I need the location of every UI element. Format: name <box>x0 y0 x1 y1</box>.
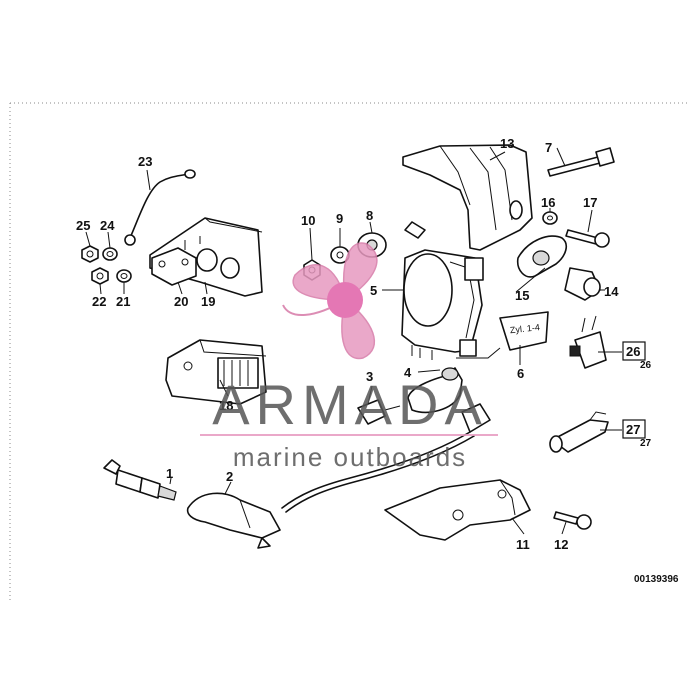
callout-5: 5 <box>370 283 377 298</box>
callout-24: 24 <box>100 218 115 233</box>
callout-1: 1 <box>166 466 173 481</box>
bracket-bolt <box>553 511 592 530</box>
ignition-coil-cover <box>402 144 533 251</box>
armada-logo: ARMADA marine outboards <box>200 242 498 472</box>
leader-lines <box>85 147 622 535</box>
ignition-coil <box>401 221 484 360</box>
callout-4: 4 <box>404 365 412 380</box>
callout-25: 25 <box>76 218 90 233</box>
coil-mount-bracket <box>384 479 531 541</box>
callout-20: 20 <box>174 294 188 309</box>
callout-6: 6 <box>517 366 524 381</box>
cylinder-tag: Zyl. 1-4 <box>499 311 549 351</box>
terminal-and-coil-boot <box>357 367 463 425</box>
wire-terminal <box>549 411 609 453</box>
callout-27-box <box>622 419 646 439</box>
callout-13: 13 <box>500 136 514 151</box>
watermark-brand: ARMADA <box>212 373 488 436</box>
callout-2: 2 <box>226 469 233 484</box>
document-number: 00139396 <box>634 574 679 585</box>
wire-clip <box>569 315 607 369</box>
screw-washer-set <box>542 211 610 248</box>
long-bolt <box>547 147 615 177</box>
callout-15: 15 <box>515 288 529 303</box>
ignition-control-module <box>165 339 267 405</box>
callout-22: 22 <box>92 294 106 309</box>
callout-7: 7 <box>545 140 552 155</box>
propeller-icon <box>282 242 378 360</box>
control-unit-bracket <box>149 217 263 297</box>
callout-11: 11 <box>516 537 530 552</box>
callout-3: 3 <box>366 369 373 384</box>
diagram-frame <box>9 102 690 600</box>
callout-27-box-text: 27 <box>626 422 640 437</box>
spark-plug <box>103 459 177 501</box>
callout-26-box-text: 26 <box>626 344 640 359</box>
callout-26: 26 <box>640 360 652 371</box>
callout-18: 18 <box>219 398 233 413</box>
connector-boot <box>516 235 601 301</box>
cylinder-tag-text: Zyl. 1-4 <box>509 322 540 335</box>
spark-plug-boot <box>186 492 281 549</box>
callout-21: 21 <box>116 294 130 309</box>
callout-26-box <box>622 341 646 361</box>
callout-16: 16 <box>541 195 555 210</box>
callout-17: 17 <box>583 195 597 210</box>
watermark-rule <box>200 434 498 436</box>
callout-23: 23 <box>138 154 152 169</box>
callout-27: 27 <box>640 438 652 449</box>
callout-labels: 1 2 3 4 5 6 7 8 9 10 11 12 13 14 15 16 1… <box>76 136 652 552</box>
ignition-lead <box>281 403 491 513</box>
callout-9: 9 <box>336 211 343 226</box>
callout-19: 19 <box>201 294 215 309</box>
callout-14: 14 <box>604 284 619 299</box>
nut-washer-set <box>81 245 132 285</box>
callout-8: 8 <box>366 208 373 223</box>
callout-10: 10 <box>301 213 315 228</box>
ground-strap <box>124 169 196 246</box>
callout-12: 12 <box>554 537 568 552</box>
watermark-tagline: marine outboards <box>233 442 467 472</box>
